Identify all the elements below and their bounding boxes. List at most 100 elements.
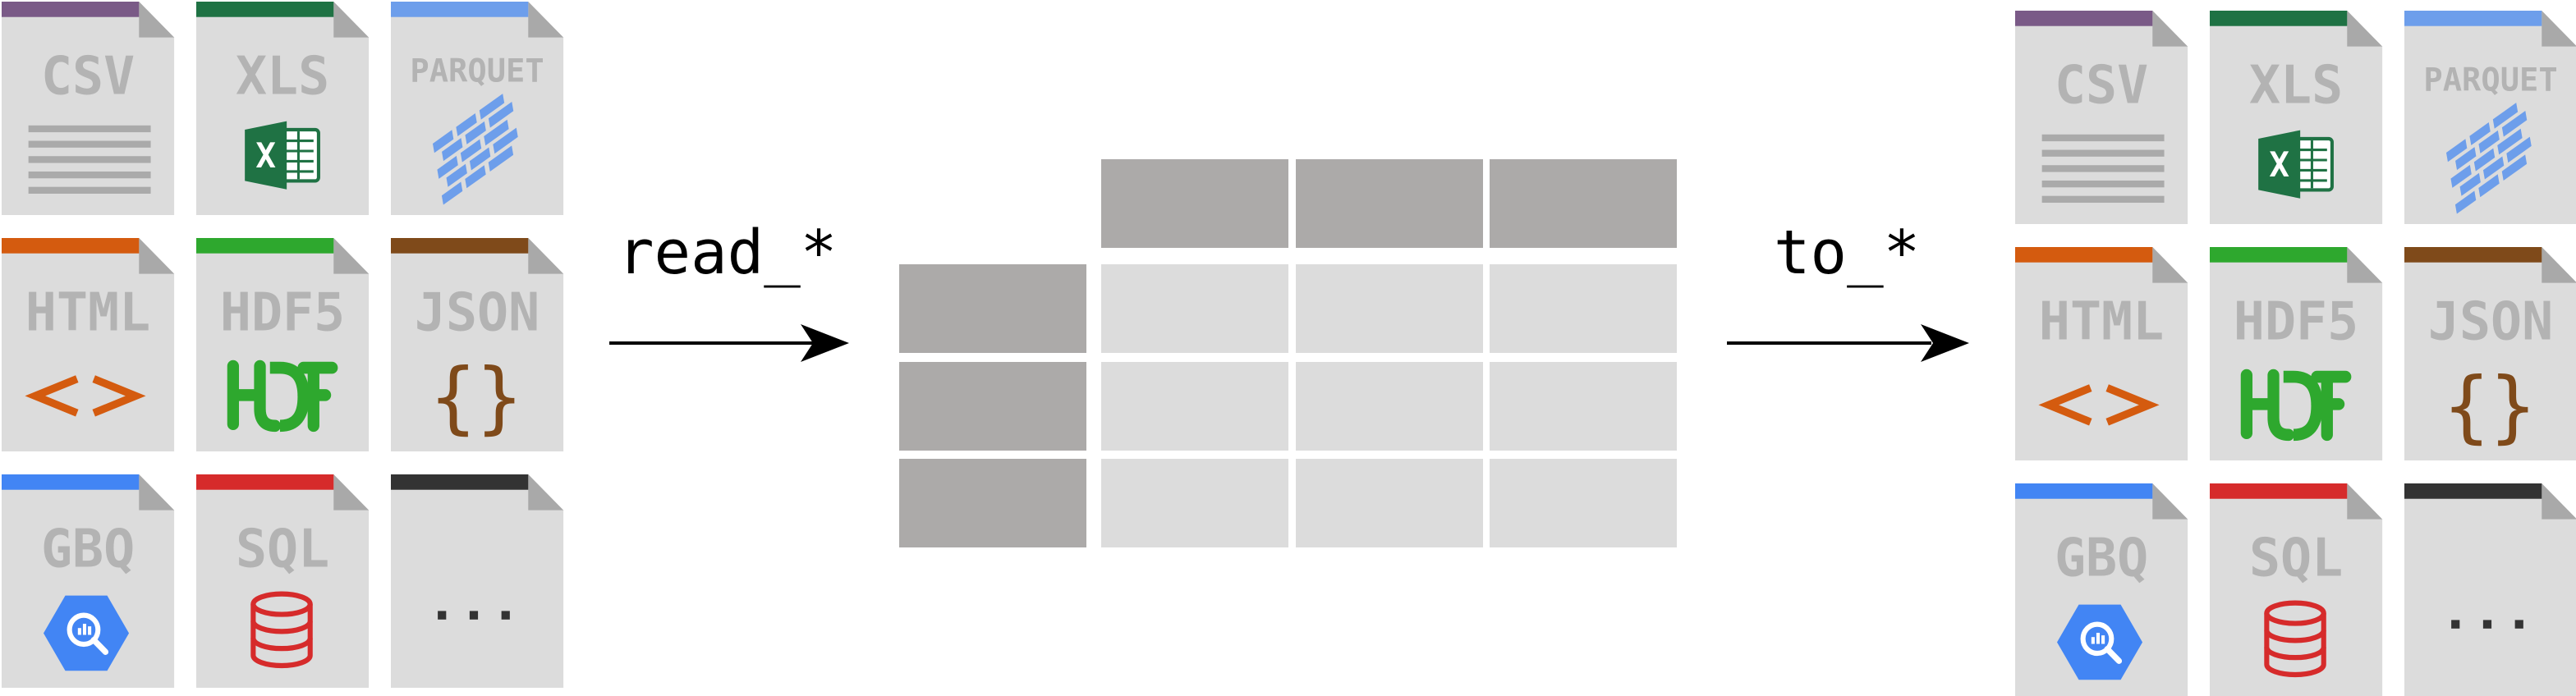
table-cell: [1101, 264, 1288, 353]
document-body: [2210, 483, 2383, 696]
database-icon: [2264, 600, 2326, 678]
curly-braces-icon: {}: [430, 352, 523, 443]
excel-icon: X: [245, 121, 320, 190]
ellipsis-icon: [438, 611, 510, 620]
database-icon: [250, 591, 313, 669]
lines-icon: [2041, 134, 2165, 203]
document-body: [2404, 247, 2576, 460]
document-body: [196, 474, 370, 688]
angle-brackets-icon: [2038, 384, 2160, 426]
excel-icon: X: [2258, 130, 2334, 199]
format-color-bar: [2404, 483, 2542, 499]
parquet-icon: [432, 94, 518, 205]
bigquery-icon: [44, 595, 130, 671]
format-color-bar: [391, 2, 529, 17]
sql-label: SQL: [236, 519, 329, 580]
input-format-json: JSON{}: [391, 238, 564, 451]
document-body: [391, 474, 564, 688]
output-format-sql: SQL: [2210, 483, 2383, 696]
column-header-2: [1296, 159, 1483, 248]
svg-text:{}: {}: [2444, 361, 2537, 452]
document-fold: [333, 474, 370, 511]
format-color-bar: [2210, 483, 2348, 499]
input-format-gbq: GBQ: [2, 474, 175, 688]
document-fold: [2542, 483, 2576, 520]
document-fold: [2152, 483, 2188, 520]
format-color-bar: [2210, 11, 2348, 26]
curly-braces-icon: {}: [2444, 361, 2537, 452]
document-body: [391, 2, 564, 215]
document-fold: [2347, 247, 2383, 283]
lines-icon: [28, 125, 151, 194]
format-color-bar: [2015, 483, 2153, 499]
format-color-bar: [196, 238, 334, 254]
gbq-label: GBQ: [2055, 528, 2148, 589]
dataframe-table: [899, 159, 1677, 547]
table-cell: [1296, 264, 1483, 353]
document-fold: [139, 2, 175, 38]
document-fold: [528, 238, 564, 274]
format-color-bar: [2404, 11, 2542, 26]
input-format-parquet: PARQUET: [391, 2, 564, 215]
input-format-html: HTML: [2, 238, 175, 451]
document-fold: [2347, 483, 2383, 520]
document-fold: [528, 474, 564, 511]
output-format-other: ...: [2404, 483, 2576, 696]
table-cell: [1296, 459, 1483, 547]
document-body: [2404, 11, 2576, 224]
svg-text:{}: {}: [430, 352, 523, 443]
format-color-bar: [196, 474, 334, 490]
parquet-label: PARQUET: [410, 53, 544, 89]
table-cell: [1490, 459, 1677, 547]
write-arrow: to_*: [1727, 218, 1969, 362]
document-fold: [2347, 11, 2383, 47]
xls-label: XLS: [236, 46, 329, 108]
output-format-xls: XLS X: [2210, 11, 2383, 224]
hdf5-label: HDF5: [2234, 291, 2358, 353]
output-formats-grid: CSV XLS X PARQUET HTML HDF5 JSON {} GBQ SQL...: [2015, 11, 2576, 696]
document-fold: [2542, 247, 2576, 283]
csv-label: CSV: [41, 46, 135, 108]
table-cell: [1101, 459, 1288, 547]
angle-brackets-icon: [25, 375, 146, 417]
format-color-bar: [2015, 247, 2153, 263]
parquet-label: PARQUET: [2423, 62, 2557, 98]
format-color-bar: [2210, 247, 2348, 263]
row-index-3: [899, 459, 1086, 547]
document-fold: [333, 238, 370, 274]
input-format-xls: XLS X: [196, 2, 370, 215]
sql-label: SQL: [2249, 528, 2343, 589]
write-arrow-head: [1921, 324, 1969, 362]
table-cell: [1101, 362, 1288, 451]
row-index-2: [899, 362, 1086, 451]
hdf-icon: [2240, 369, 2352, 442]
format-color-bar: [2, 2, 140, 17]
ellipsis-icon: [2451, 620, 2523, 629]
format-color-bar: [2015, 11, 2153, 26]
hdf5-label: HDF5: [220, 282, 345, 344]
svg-text:X: X: [2269, 144, 2289, 184]
format-color-bar: [2, 474, 140, 490]
input-format-hdf5: HDF5: [196, 238, 370, 451]
read-label: read_*: [618, 218, 837, 288]
document-body: [2210, 11, 2383, 224]
format-color-bar: [196, 2, 334, 17]
document-fold: [139, 238, 175, 274]
document-body: [391, 238, 564, 451]
output-format-parquet: PARQUET: [2404, 11, 2576, 224]
document-fold: [139, 474, 175, 511]
document-fold: [333, 2, 370, 38]
json-label: JSON: [2428, 291, 2553, 353]
write-label: to_*: [1774, 218, 1920, 288]
parquet-icon: [2445, 103, 2532, 214]
column-header-3: [1490, 159, 1677, 248]
xls-label: XLS: [2249, 55, 2343, 117]
html-label: HTML: [2039, 291, 2164, 353]
input-format-other: ...: [391, 474, 564, 688]
bigquery-icon: [2057, 604, 2143, 680]
row-index-1: [899, 264, 1086, 353]
read-arrow: read_*: [609, 218, 849, 362]
output-format-csv: CSV: [2015, 11, 2188, 224]
document-body: [196, 2, 370, 215]
